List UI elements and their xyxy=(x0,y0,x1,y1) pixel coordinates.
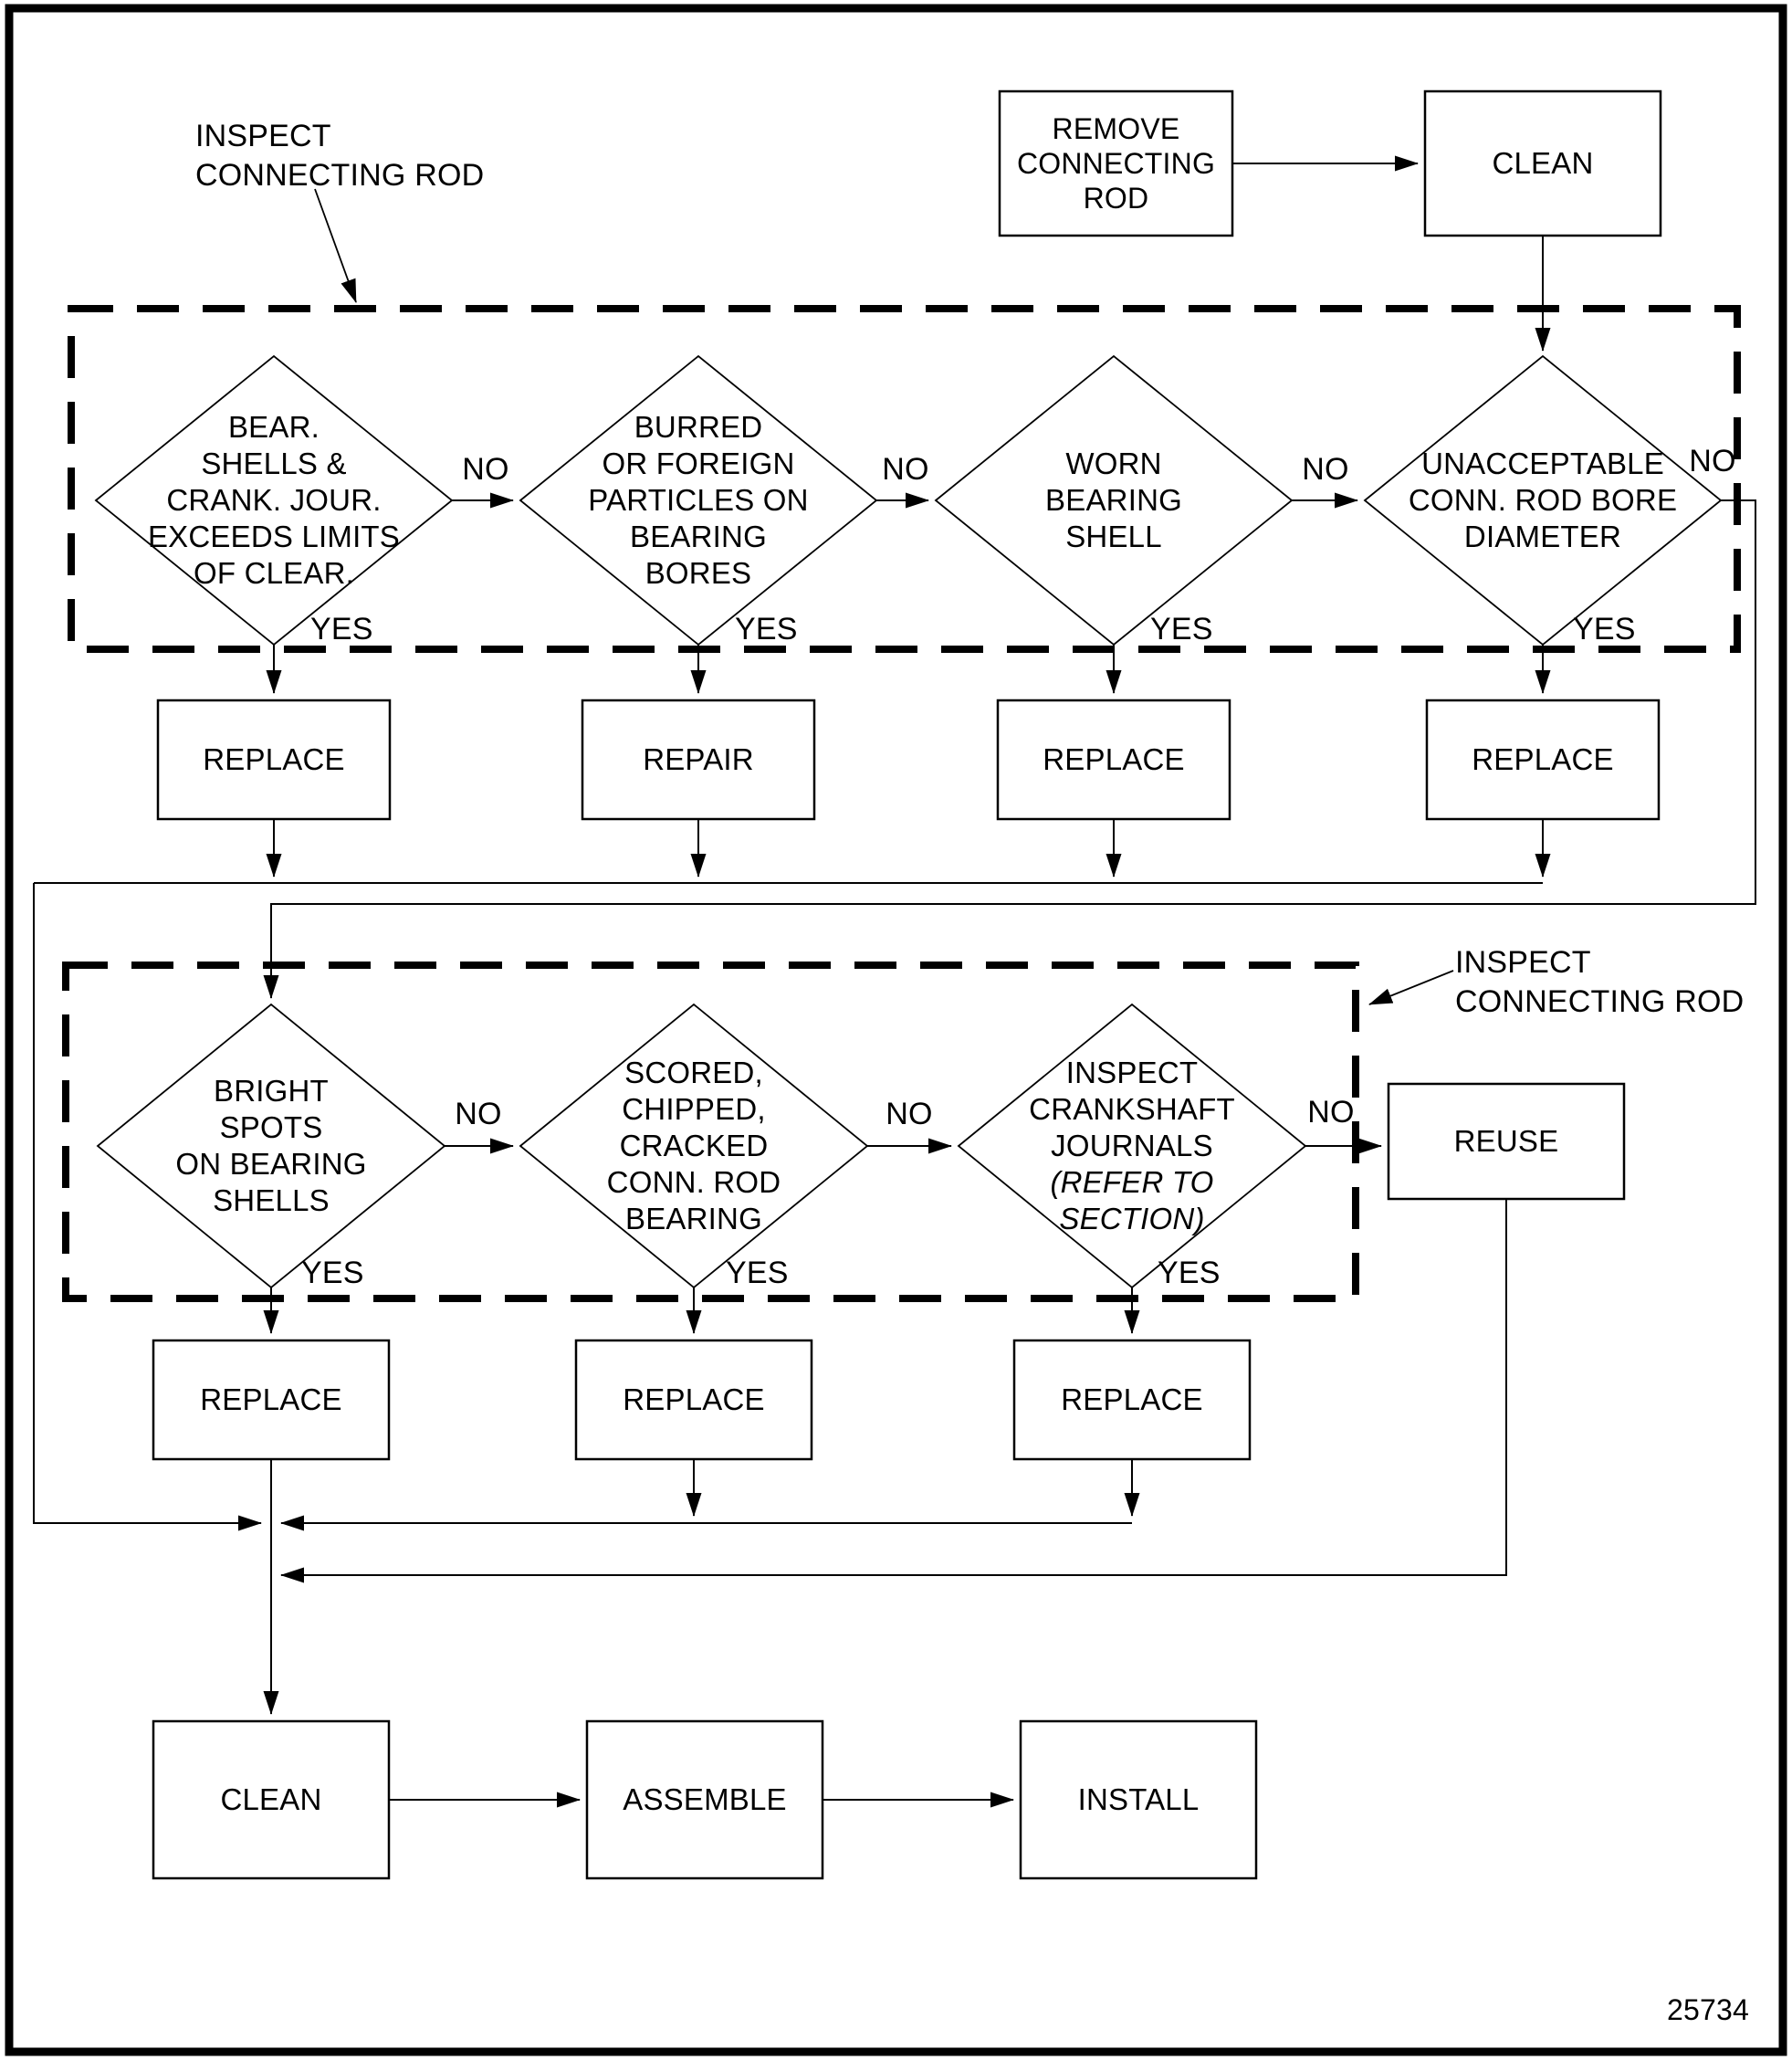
no-label-1: NO xyxy=(462,452,509,487)
no-label-5: NO xyxy=(455,1097,502,1131)
diamond-bore-diameter-text: UNACCEPTABLE CONN. ROD BORE DIAMETER xyxy=(1408,447,1678,553)
inspect-connecting-rod-label-1: INSPECT CONNECTING ROD xyxy=(195,119,485,193)
no-label-6: NO xyxy=(886,1097,933,1131)
diamond-crankshaft-journals-text: INSPECT CRANKSHAFT JOURNALS (REFER TO SE… xyxy=(959,1004,1305,1288)
diamond-burred-particles-text: BURRED OR FOREIGN PARTICLES ON BEARING B… xyxy=(588,410,809,590)
diamond-scored-chipped-text: SCORED, CHIPPED, CRACKED CONN. ROD BEARI… xyxy=(606,1056,781,1235)
crankshaft-journals-main-text: INSPECT CRANKSHAFT JOURNALS xyxy=(1029,1056,1235,1162)
diamond-worn-bearing-shell-text: WORN BEARING SHELL xyxy=(1045,447,1182,553)
replace-text-4: REPLACE xyxy=(200,1382,342,1416)
replace-text-3: REPLACE xyxy=(1472,742,1614,776)
figure-number: 25734 xyxy=(1667,1993,1749,2026)
yes-label-6: YES xyxy=(726,1256,789,1290)
clean-top-text: CLEAN xyxy=(1492,146,1594,180)
reuse-return-route xyxy=(280,1199,1507,1583)
page-border xyxy=(5,4,1787,2056)
replace-text-2: REPLACE xyxy=(1043,742,1185,776)
replace-text-6: REPLACE xyxy=(1061,1382,1203,1416)
assemble-text: ASSEMBLE xyxy=(623,1782,787,1816)
no-label-2: NO xyxy=(882,452,929,487)
inspect-region-1 xyxy=(68,305,1741,653)
label-leader-arrow-1 xyxy=(314,188,357,303)
install-text: INSTALL xyxy=(1077,1782,1200,1816)
no-label-3: NO xyxy=(1302,452,1349,487)
replace-text-1: REPLACE xyxy=(203,742,345,776)
yes-label-3: YES xyxy=(1150,612,1213,646)
install-box xyxy=(1019,1719,1258,1880)
diamond-bright-spots-text: BRIGHT SPOTS ON BEARING SHELLS xyxy=(175,1074,367,1217)
no-label-7: NO xyxy=(1307,1095,1355,1130)
repair-text: REPAIR xyxy=(643,742,754,776)
reuse-text: REUSE xyxy=(1453,1124,1559,1158)
replace-text-5: REPLACE xyxy=(623,1382,765,1416)
yes-label-1: YES xyxy=(310,612,373,646)
inspect-region-2 xyxy=(62,962,1359,1302)
refer-to-section-text: (REFER TO SECTION) xyxy=(1050,1165,1214,1235)
diamond-bearing-clearance-text: BEAR. SHELLS & CRANK. JOUR. EXCEEDS LIMI… xyxy=(147,410,401,590)
inspect-connecting-rod-label-2: INSPECT CONNECTING ROD xyxy=(1455,945,1745,1019)
clean-bottom-text: CLEAN xyxy=(220,1782,322,1816)
connector-no-4-route xyxy=(263,499,1756,999)
label-leader-arrow-2 xyxy=(1368,970,1454,1005)
yes-label-7: YES xyxy=(1158,1256,1221,1290)
yes-label-5: YES xyxy=(301,1256,364,1290)
yes-label-2: YES xyxy=(735,612,798,646)
remove-connecting-rod-text: REMOVE CONNECTING ROD xyxy=(1016,112,1216,215)
yes-label-4: YES xyxy=(1573,612,1636,646)
left-edge-route xyxy=(33,883,262,1531)
no-label-4: NO xyxy=(1689,444,1736,478)
